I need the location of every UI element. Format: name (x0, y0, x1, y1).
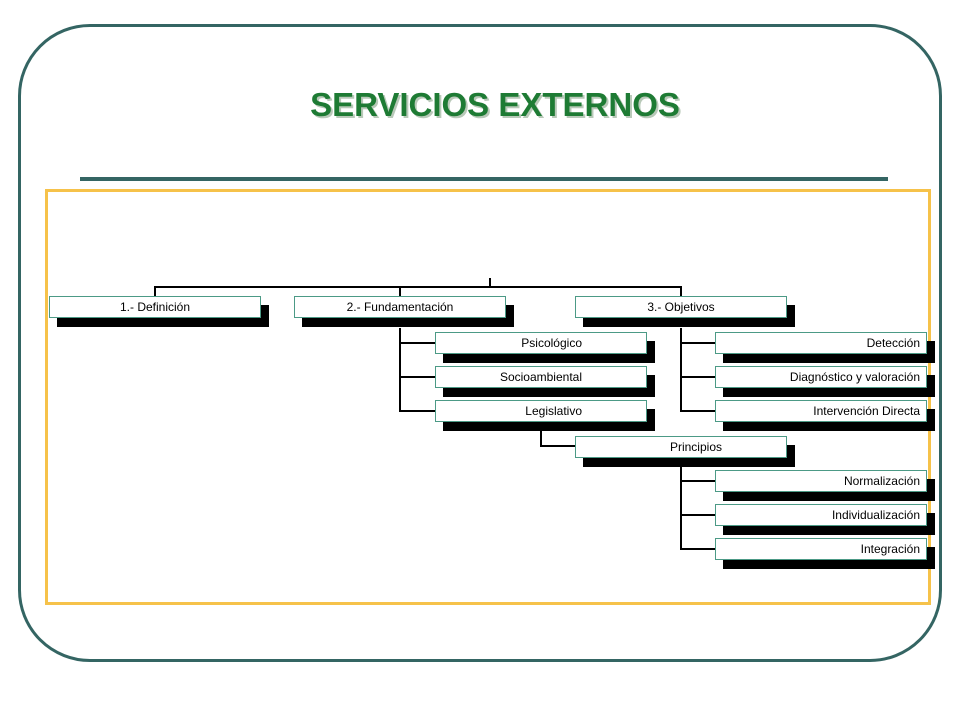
node-integracion: Integración (715, 538, 927, 560)
title-rule (80, 177, 888, 181)
root-stem (489, 278, 491, 286)
tick-normalizacion (680, 480, 716, 482)
node-definicion: 1.- Definición (49, 296, 261, 318)
slide-title: SERVICIOS EXTERNOS (310, 86, 680, 123)
node-fundamentacion: 2.- Fundamentación (294, 296, 506, 318)
tick-legislativo (399, 410, 435, 412)
objetivos-spine (680, 328, 682, 411)
node-diagnostico: Diagnóstico y valoración (715, 366, 927, 388)
drop-definicion (154, 286, 156, 296)
tick-psicologico (399, 342, 435, 344)
drop-fundamentacion (399, 286, 401, 296)
node-individualizacion: Individualización (715, 504, 927, 526)
node-normalizacion: Normalización (715, 470, 927, 492)
node-intervencion: Intervención Directa (715, 400, 927, 422)
tick-deteccion (680, 342, 716, 344)
node-objetivos: 3.- Objetivos (575, 296, 787, 318)
node-principios: Principios (575, 436, 787, 458)
tick-individualizacion (680, 514, 716, 516)
fundamentacion-spine (399, 328, 401, 411)
top-branch-line (154, 286, 682, 288)
legislativo-drop (540, 431, 542, 446)
tick-intervencion (680, 410, 716, 412)
node-legislativo: Legislativo (435, 400, 647, 422)
node-psicologico: Psicológico (435, 332, 647, 354)
diagram-panel (45, 189, 931, 605)
principios-spine (680, 467, 682, 550)
node-deteccion: Detección (715, 332, 927, 354)
legislativo-to-principios (540, 445, 576, 447)
tick-socioambiental (399, 376, 435, 378)
node-socioambiental: Socioambiental (435, 366, 647, 388)
slide-frame (18, 24, 942, 662)
tick-integracion (680, 548, 716, 550)
tick-diagnostico (680, 376, 716, 378)
drop-objetivos (680, 286, 682, 296)
